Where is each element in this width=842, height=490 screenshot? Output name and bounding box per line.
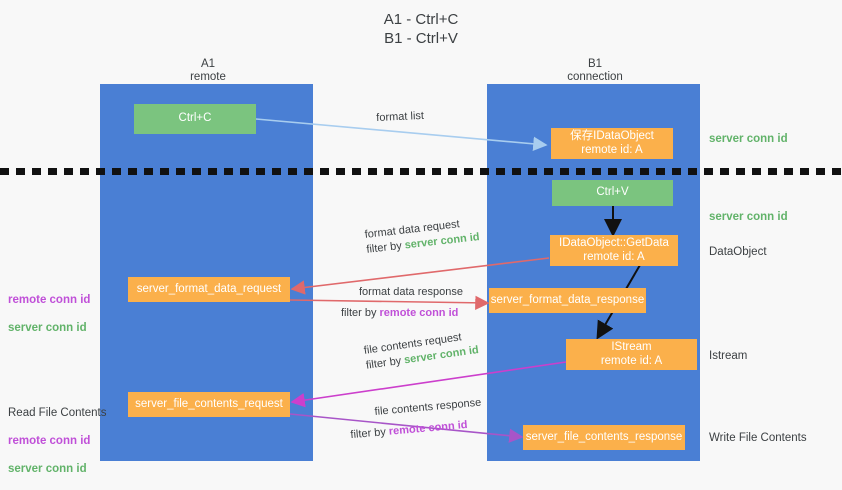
column-header-a1: A1 remote [190,58,226,83]
separator-dashed-line [0,168,842,175]
node-server-format-data-response[interactable]: server_format_data_response [489,288,646,313]
node-ctrl-c[interactable]: Ctrl+C [134,104,256,134]
annotation-write-file-contents: Write File Contents [709,432,807,444]
page-title: A1 - Ctrl+C B1 - Ctrl+V [383,11,459,47]
node-server-format-data-request[interactable]: server_format_data_request [128,277,290,302]
annotation-dataobject: DataObject [709,246,767,258]
column-header-b1: B1 connection [567,58,623,83]
annotation-remote-conn-id-2: remote conn id [8,435,91,447]
arrow-label-format-data-response-line2: filter by remote conn id [341,307,459,319]
annotation-conn-ids-format: remote conn id server conn id [8,279,90,349]
node-save-idataobject[interactable]: 保存IDataObject remote id: A [551,128,673,159]
annotation-istream: Istream [709,350,748,362]
annotation-server-conn-id-4: server conn id [8,463,87,475]
node-server-file-contents-response[interactable]: server_file_contents_response [523,425,685,450]
annotation-server-conn-id-mid: server conn id [709,211,788,223]
annotation-read-file-contents: Read File Contents [8,407,107,419]
arrow-label-format-list: format list [376,109,424,126]
arrow-label-format-list-text: format list [376,109,425,124]
node-istream[interactable]: IStream remote id: A [566,339,697,370]
node-idataobject-getdata[interactable]: IDataObject::GetData remote id: A [550,235,678,266]
arrow-label-format-data-response-line1: format data response [359,286,463,298]
annotation-server-conn-id-top: server conn id [709,133,788,145]
node-ctrl-v[interactable]: Ctrl+V [552,180,673,206]
annotation-server-conn-id-3: server conn id [8,322,87,334]
node-server-file-contents-request[interactable]: server_file_contents_request [128,392,290,417]
annotation-remote-conn-id-1: remote conn id [8,294,91,306]
arrow-label-format-data-response: format data response filter by remote co… [341,285,463,321]
annotation-read-file-contents-block: Read File Contents remote conn id server… [8,392,106,490]
